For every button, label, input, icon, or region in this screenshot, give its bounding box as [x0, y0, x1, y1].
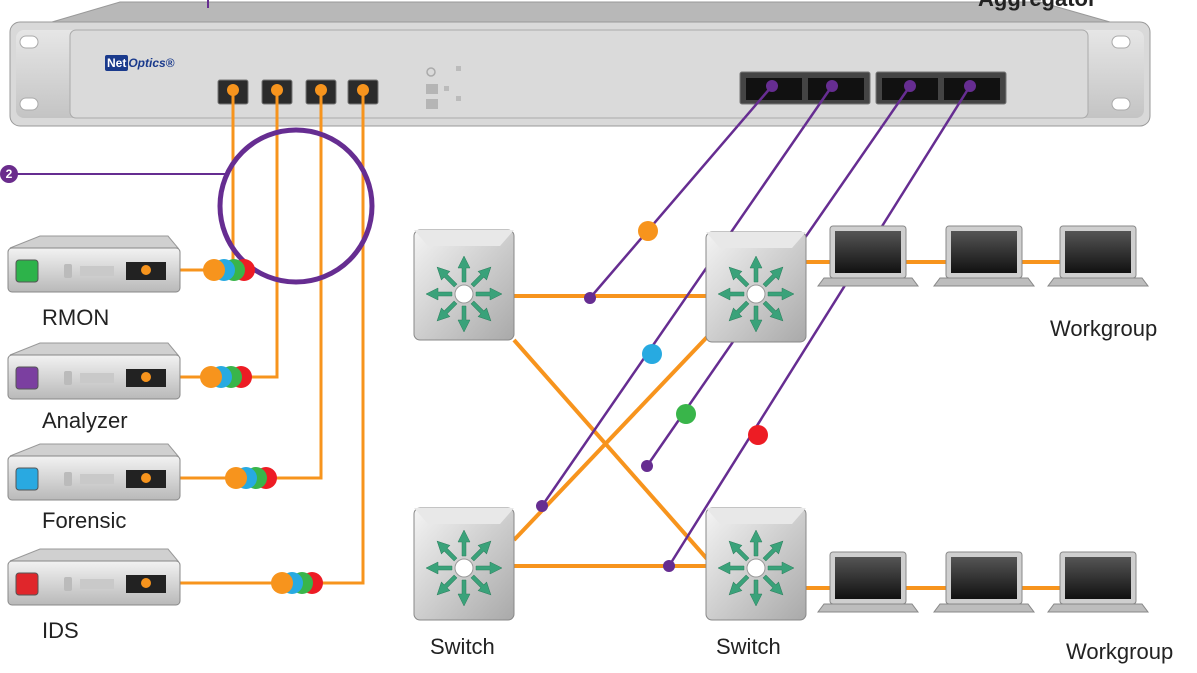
network-ports — [739, 71, 1007, 105]
monitoring-devices — [7, 235, 323, 606]
laptop-icon — [817, 225, 919, 287]
device-label-rmon: RMON — [42, 305, 110, 330]
rack-ear-hole — [1111, 35, 1131, 49]
device-status-light — [15, 366, 39, 390]
switch-icon — [425, 255, 503, 333]
monitor-cables — [148, 90, 365, 585]
device-forensic — [7, 443, 277, 501]
device-status-light — [15, 572, 39, 596]
traffic-bead — [225, 467, 247, 489]
green-traffic-dot — [676, 404, 696, 424]
logo-optics: Optics — [128, 56, 166, 70]
device-status-light — [15, 467, 39, 491]
rack-ear-hole — [19, 35, 39, 49]
monitor-port-dots — [227, 84, 369, 96]
device-status-light — [15, 259, 39, 283]
device-rmon — [7, 235, 255, 293]
laptop-icon — [933, 225, 1035, 287]
switch-top-left — [413, 229, 515, 341]
device-ids — [7, 548, 323, 606]
callout-ring — [217, 127, 375, 285]
aggregator-label: Aggregator — [978, 0, 1097, 12]
status-leds — [426, 66, 461, 109]
orange-traffic-dot — [638, 221, 658, 241]
workgroup-top — [817, 225, 1149, 287]
device-label-forensic: Forensic — [42, 508, 127, 533]
switch-bottom-left — [413, 507, 515, 621]
traffic-markers — [638, 221, 768, 445]
device-label-ids: IDS — [42, 618, 79, 643]
device-analyzer — [7, 342, 252, 400]
switch-icon — [425, 529, 503, 607]
traffic-bead — [203, 259, 225, 281]
laptop-icon — [1047, 225, 1149, 287]
tap-points — [536, 80, 976, 572]
rack-ear-hole — [1111, 97, 1131, 111]
laptop-icon — [1047, 551, 1149, 613]
traffic-bead — [200, 366, 222, 388]
callout-badge: 2 — [0, 165, 18, 183]
workgroup-bottom — [817, 551, 1149, 613]
switch-icon — [717, 255, 795, 333]
rack-ear-hole — [19, 97, 39, 111]
laptop-icon — [933, 551, 1035, 613]
logo-mark: ® — [165, 56, 175, 70]
workgroup-label-top: Workgroup — [1050, 316, 1158, 341]
red-traffic-dot — [748, 425, 768, 445]
switch-label-right: Switch — [716, 634, 781, 659]
traffic-bead — [271, 572, 293, 594]
switch-label-left: Switch — [430, 634, 495, 659]
switch-top-right — [705, 231, 807, 343]
workgroup-label-bottom: Workgroup — [1066, 639, 1174, 664]
aggregator-tap — [9, 0, 1151, 127]
switch-icon — [717, 529, 795, 607]
switch-bottom-right — [705, 507, 807, 621]
blue-traffic-dot — [642, 344, 662, 364]
logo-net: Net — [105, 55, 129, 71]
laptop-icon — [817, 551, 919, 613]
device-label-analyzer: Analyzer — [42, 408, 128, 433]
